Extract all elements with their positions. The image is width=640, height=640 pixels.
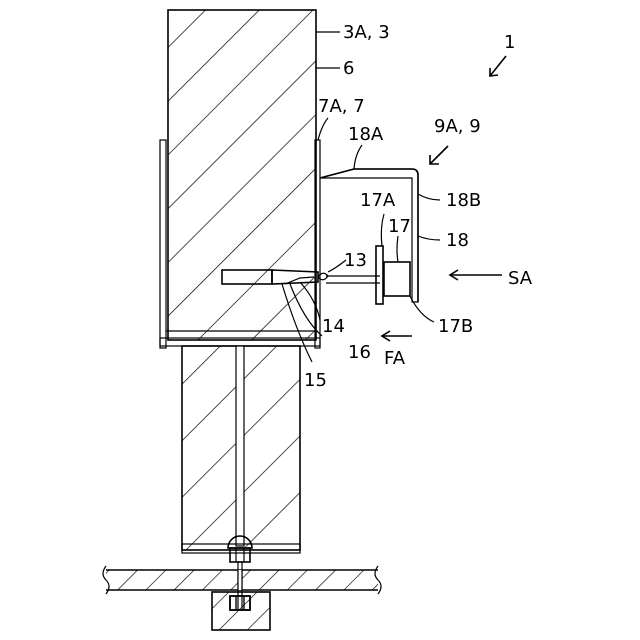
spring-element — [376, 246, 410, 304]
label-18b: 18B — [446, 190, 481, 211]
label-13: 13 — [344, 250, 367, 271]
label-7a-7: 7A, 7 — [318, 96, 365, 117]
label-sa: SA — [508, 268, 533, 289]
arrow-fig-ref — [490, 56, 506, 76]
arrow-fa — [382, 331, 412, 341]
floor-slab — [103, 566, 381, 594]
label-17: 17 — [388, 216, 411, 237]
connector-rod — [318, 273, 380, 283]
label-6: 6 — [343, 58, 354, 79]
label-3a-3: 3A, 3 — [343, 22, 390, 43]
label-17b: 17B — [438, 316, 473, 337]
arrow-sa — [450, 270, 502, 280]
arrow-9a — [430, 146, 448, 164]
label-18a: 18A — [348, 124, 384, 145]
label-fa: FA — [384, 348, 406, 369]
label-14: 14 — [322, 316, 345, 337]
label-17a: 17A — [360, 190, 396, 211]
label-16: 16 — [348, 342, 371, 363]
label-9a-9: 9A, 9 — [434, 116, 481, 137]
lower-wall-panel — [182, 346, 300, 553]
label-18: 18 — [446, 230, 469, 251]
label-fig-ref: 1 — [504, 32, 515, 53]
base-block — [212, 592, 270, 630]
upper-wall-panel — [168, 10, 316, 340]
label-15: 15 — [304, 370, 327, 391]
